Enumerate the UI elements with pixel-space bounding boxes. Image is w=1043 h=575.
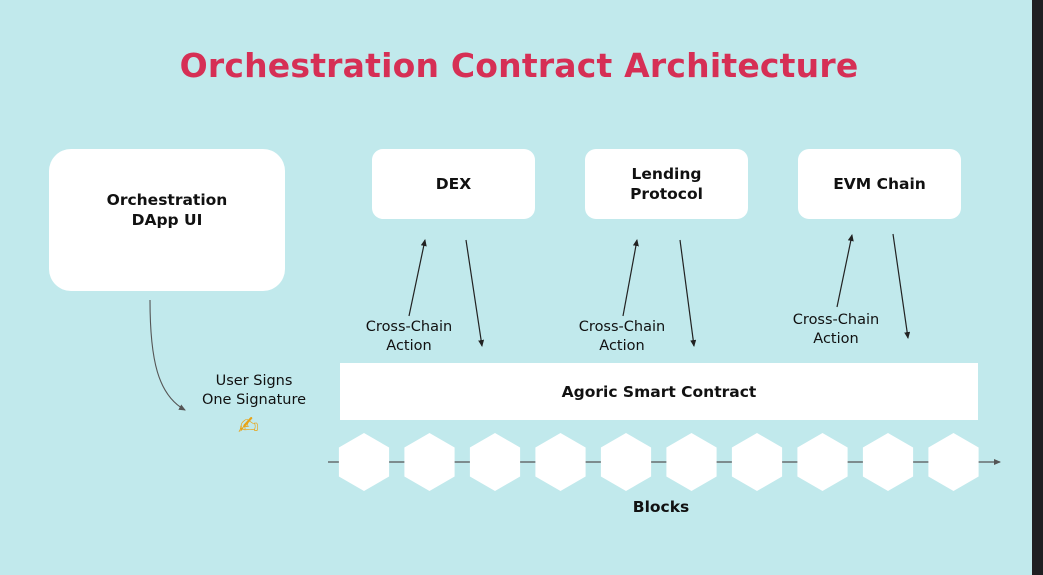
block-hexagon — [862, 433, 914, 491]
block-hexagon — [928, 433, 979, 491]
page-title: Orchestration Contract Architecture — [179, 46, 859, 85]
cross-chain-action-label-evm: Cross-Chain Action — [792, 312, 880, 347]
lending-protocol-label: Lending Protocol — [630, 165, 703, 203]
block-hexagon — [666, 433, 717, 491]
arrow-to-dex — [408, 239, 427, 317]
agoric-smart-contract-box: Agoric Smart Contract — [340, 363, 978, 420]
writing-hand-icon: ✍ — [238, 411, 259, 440]
evm-chain-box: EVM Chain — [798, 149, 961, 219]
dapp-ui-box: Orchestration DApp UI — [49, 149, 285, 291]
agoric-smart-contract-label: Agoric Smart Contract — [561, 382, 757, 401]
blocks-group — [338, 433, 979, 491]
arrow-from-lending — [679, 239, 697, 347]
blocks-label: Blocks — [632, 498, 690, 516]
block-hexagon — [535, 433, 586, 491]
arrow-from-evm — [892, 233, 911, 339]
block-hexagon — [338, 433, 390, 491]
window-edge — [1032, 0, 1043, 575]
cross-chain-action-label-dex: Cross-Chain Action — [365, 319, 453, 354]
block-hexagon — [404, 433, 455, 491]
lending-protocol-box: Lending Protocol — [585, 149, 748, 219]
block-hexagon — [797, 433, 848, 491]
dapp-ui-label: Orchestration DApp UI — [106, 191, 228, 229]
block-hexagon — [731, 433, 783, 491]
evm-chain-label: EVM Chain — [833, 175, 926, 193]
dex-box: DEX — [372, 149, 535, 219]
block-hexagon — [600, 433, 652, 491]
dex-label: DEX — [435, 175, 472, 193]
arrow-to-evm — [836, 234, 854, 308]
user-sign-arrow — [149, 299, 186, 411]
arrow-to-lending — [622, 239, 639, 317]
block-hexagon — [469, 433, 521, 491]
cross-chain-action-label-lending: Cross-Chain Action — [578, 319, 666, 354]
user-signs-label: User Signs One Signature — [201, 373, 307, 408]
arrow-from-dex — [465, 239, 485, 347]
